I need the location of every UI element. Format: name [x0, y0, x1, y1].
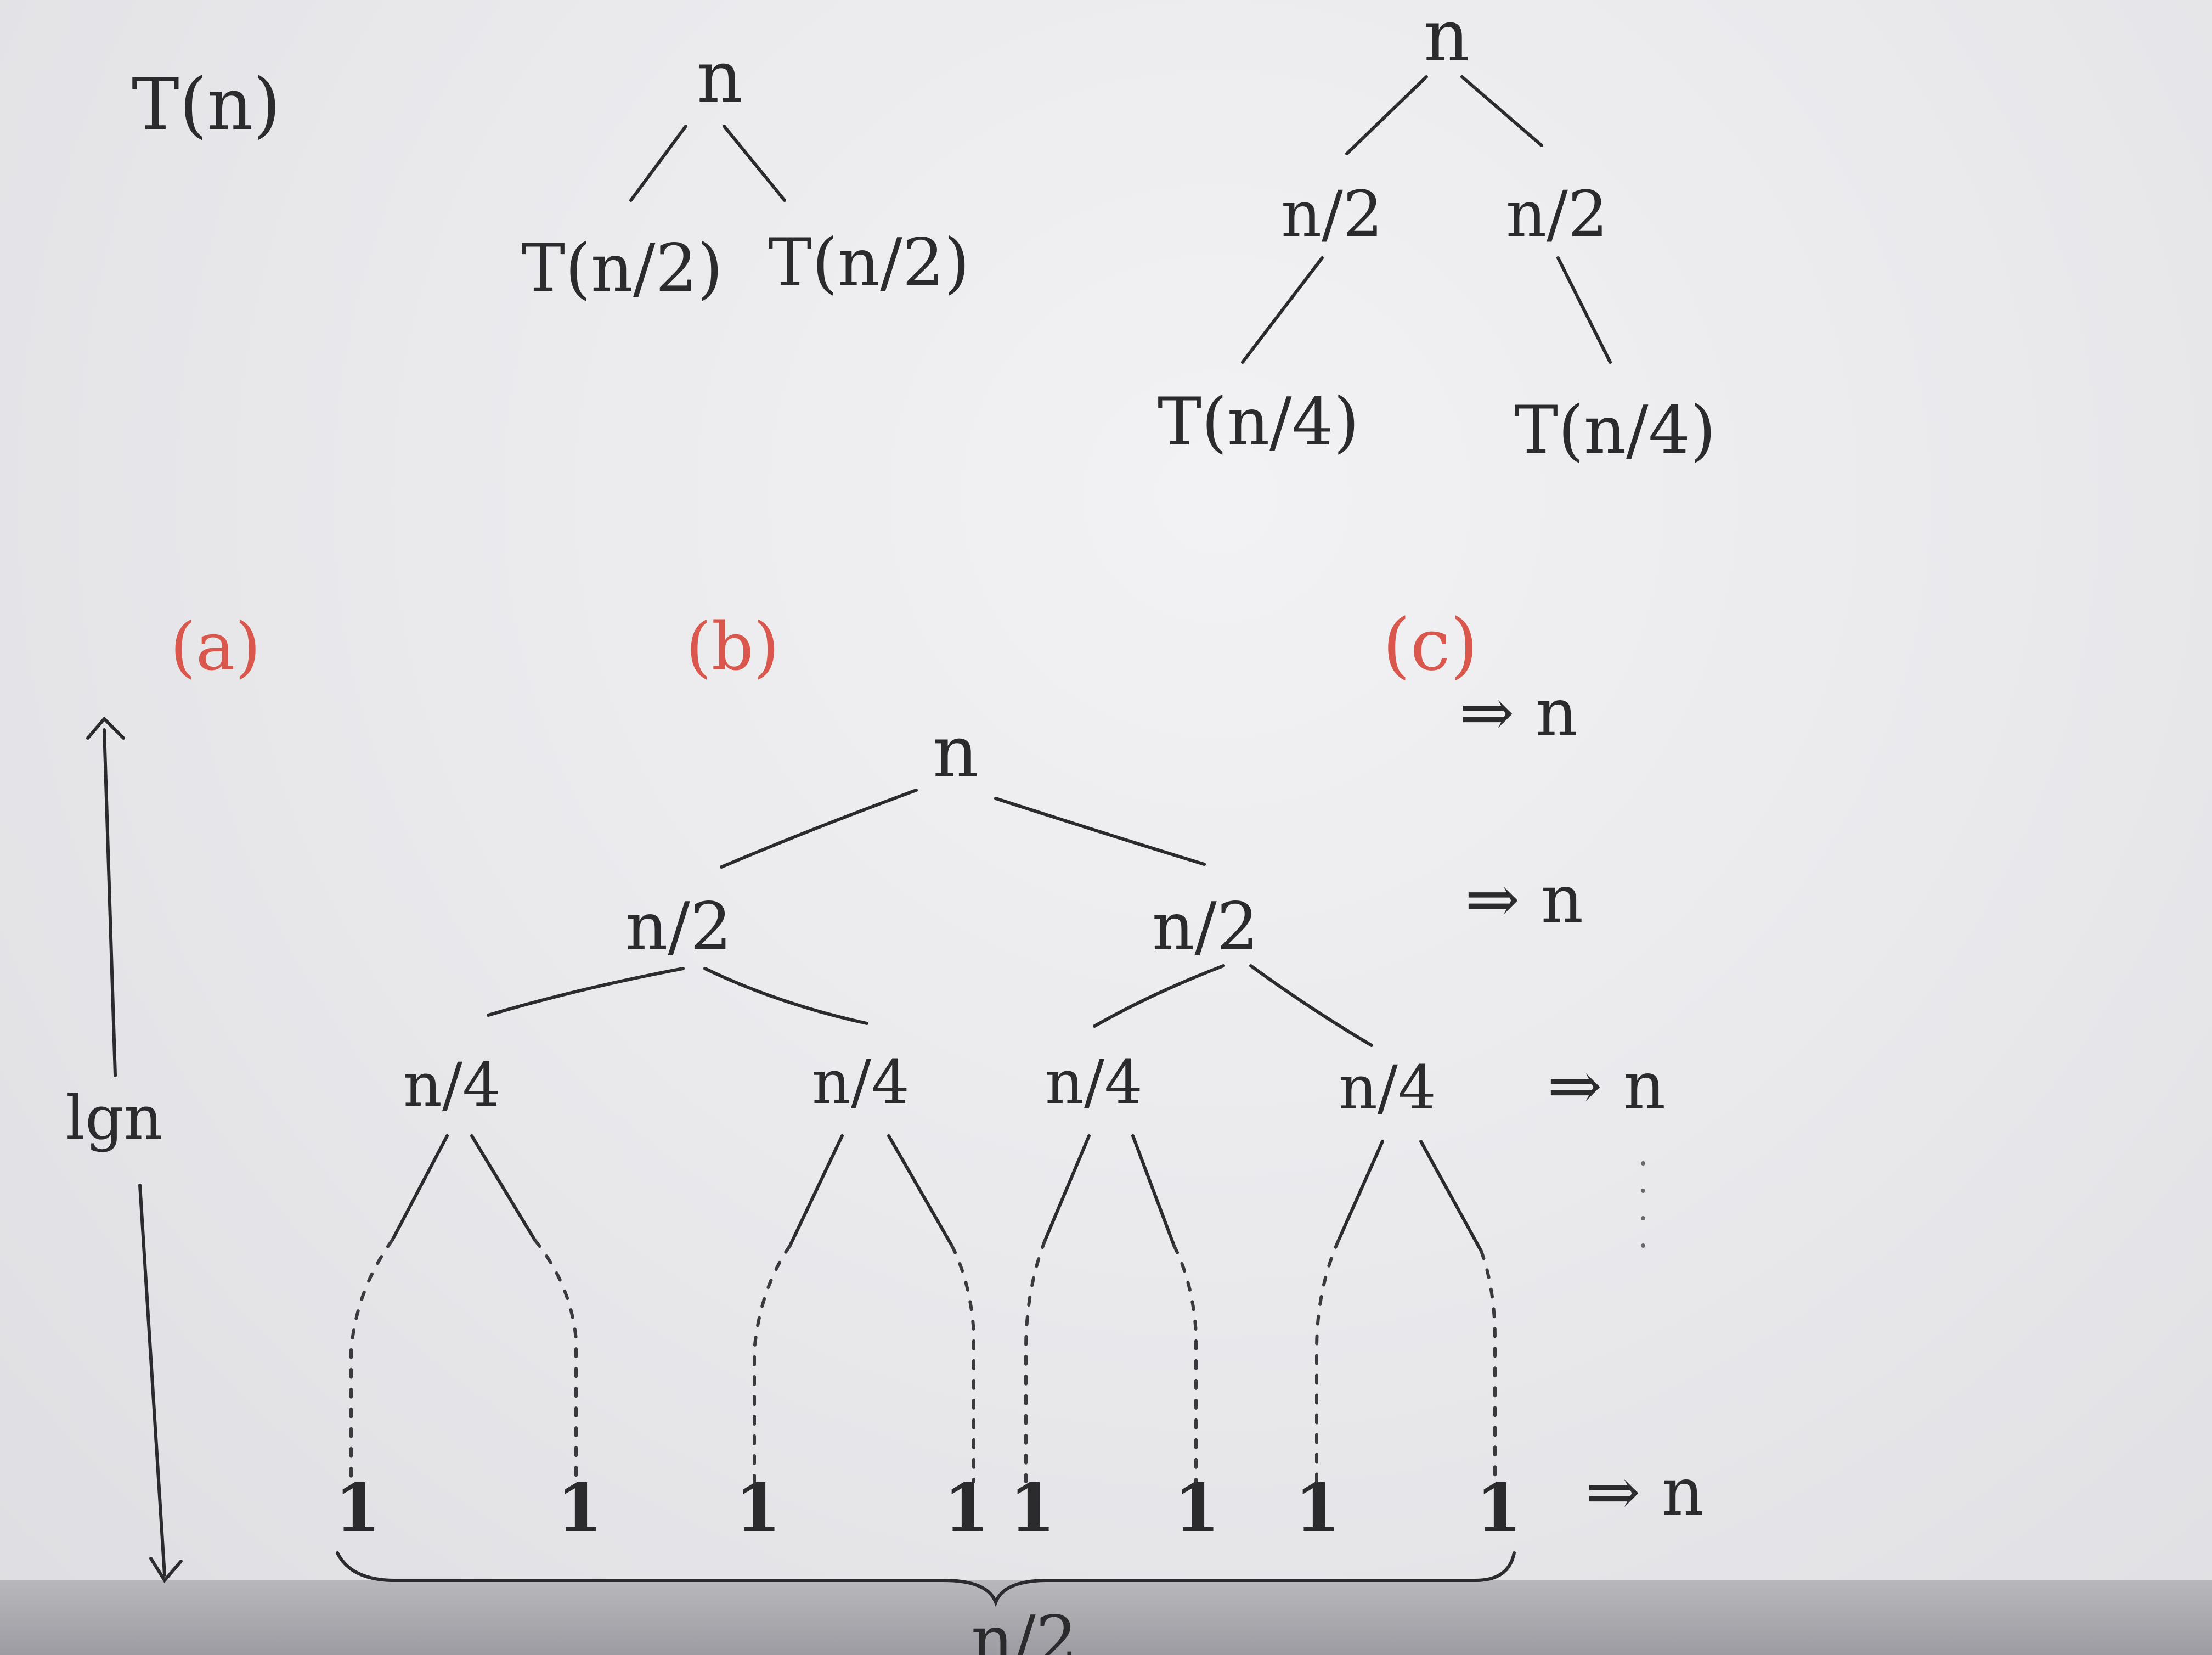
- tree-leaf-7: 1: [1295, 1470, 1341, 1547]
- panel-c-caption: (c): [1383, 603, 1478, 686]
- panel-c-right-grandchild-label: T(n/4): [1514, 392, 1716, 469]
- tree-edge-l1a-l2b: [703, 967, 868, 1025]
- tree-level1-right-label: n/2: [1152, 889, 1259, 965]
- tree-edge-l1b-l2d: [1249, 964, 1373, 1047]
- panel-c-right-child-label: n/2: [1506, 178, 1608, 251]
- panel-b-root-label: n: [697, 35, 743, 119]
- tree-subtree-1: [349, 1134, 578, 1483]
- panel-a-caption: (a): [170, 609, 261, 685]
- tree-root-right-edge: [994, 797, 1206, 866]
- tree-leaf-5: 1: [1009, 1470, 1056, 1547]
- tree-leaf-8: 1: [1476, 1470, 1522, 1547]
- panel-b-caption: (b): [686, 609, 779, 685]
- panel-b-left-edge: [629, 125, 687, 202]
- tree-level2-label-3: n/4: [1045, 1047, 1143, 1117]
- panel-c-root-label: n: [1424, 0, 1470, 77]
- panel-b-right-edge: [723, 125, 786, 202]
- level-sum-3: ⇒ n: [1585, 1454, 1704, 1530]
- panel-c-left-child-label: n/2: [1281, 178, 1383, 251]
- tree-leaf-3: 1: [735, 1470, 781, 1547]
- panel-b-right-child-label: T(n/2): [768, 225, 970, 301]
- panel-c-right-grandchild-edge: [1556, 256, 1612, 364]
- tree-root-left-edge: [720, 789, 918, 869]
- tree-leaf-2: 1: [557, 1470, 603, 1547]
- tree-leaf-1: 1: [335, 1470, 381, 1547]
- height-arrow-upper: [103, 728, 117, 1077]
- table-edge-shadow: [0, 1580, 2212, 1655]
- panel-c-left-grandchild-label: T(n/4): [1158, 384, 1359, 460]
- level-sum-ellipsis: [1641, 1161, 1645, 1248]
- tree-subtree-2: [753, 1134, 975, 1483]
- height-arrow-lower: [138, 1184, 166, 1577]
- tree-subtree-3: [1024, 1134, 1198, 1483]
- leaf-count-label: n/2: [971, 1602, 1077, 1655]
- tree-level1-left-label: n/2: [625, 889, 732, 965]
- tree-height-label: lgn: [66, 1083, 162, 1153]
- height-arrow-up-head: [86, 716, 125, 740]
- tree-leaf-4: 1: [944, 1470, 990, 1547]
- tree-edge-l1b-l2c: [1093, 964, 1225, 1028]
- panel-c-right-edge: [1460, 75, 1543, 147]
- level-sum-1: ⇒ n: [1465, 862, 1583, 938]
- tree-subtree-4: [1315, 1140, 1497, 1483]
- tree-level2-label-1: n/4: [403, 1050, 501, 1120]
- level-sum-2: ⇒ n: [1547, 1048, 1666, 1124]
- height-arrow-down-head: [149, 1557, 183, 1584]
- leaf-count-brace: [336, 1551, 1516, 1607]
- tree-leaf-6: 1: [1174, 1470, 1220, 1547]
- panel-c-left-edge: [1345, 75, 1428, 155]
- tree-edge-l1a-l2a: [487, 967, 685, 1017]
- level-sum-0: ⇒ n: [1459, 675, 1578, 751]
- panel-c-left-grandchild-edge: [1241, 256, 1324, 364]
- panel-a-root-label: T(n): [132, 63, 281, 146]
- tree-level2-label-4: n/4: [1339, 1052, 1436, 1123]
- panel-b-left-child-label: T(n/2): [521, 230, 723, 307]
- tree-root-label: n: [933, 710, 979, 793]
- tree-level2-label-2: n/4: [812, 1047, 910, 1117]
